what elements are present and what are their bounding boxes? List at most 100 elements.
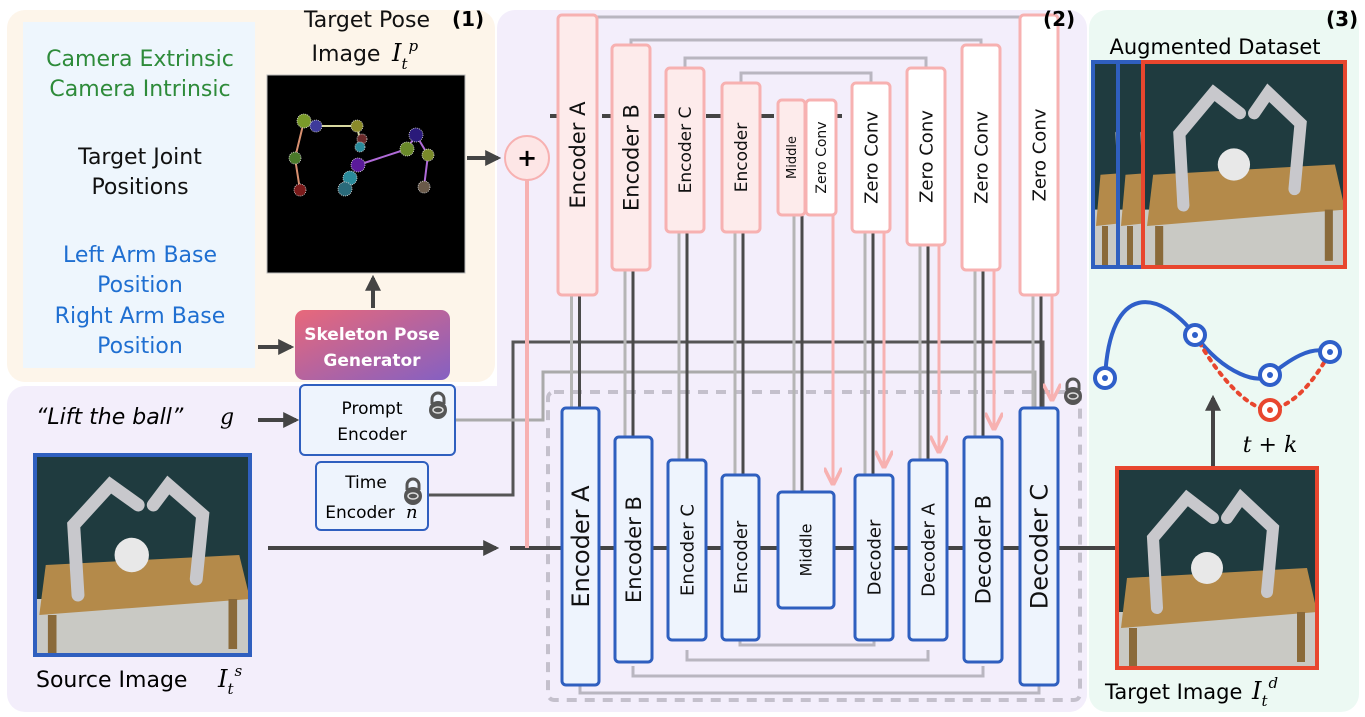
skip-connection-top [739,71,873,83]
controlnet-block-8-label: Zero Conv [916,110,937,203]
lock-icon [1064,377,1082,405]
plus-icon: + [504,135,550,181]
image-frame [33,453,252,657]
svg-text:Prompt: Prompt [342,399,403,419]
unet-block-2: Encoder B [613,435,654,664]
source-image [33,453,252,657]
unet-block-3-rect [666,458,708,642]
robot-arm-right [1221,488,1280,598]
controlnet-block-1: Encoder A [556,13,599,297]
svg-text:Skeleton Pose: Skeleton Pose [304,325,440,345]
controlnet-block-2-rect [610,43,652,272]
controlnet-block-2-label: Encoder B [619,104,643,211]
controlnet-block-1-label: Encoder A [566,101,590,209]
controlnet-block-10-rect [1018,13,1060,297]
controlnet-block-2: Encoder B [610,43,652,272]
unet-block-3-label: Encoder C [677,504,698,596]
camera-intrinsic-label: Camera Intrinsic [49,77,230,102]
unet-block-3: Encoder C [666,458,708,642]
lock-icon [429,391,447,419]
controlnet-block-1-rect [556,13,599,297]
controlnet-block-7-label: Zero Conv [861,111,882,204]
skip-connection-bottom [578,683,1041,695]
camera-extrinsic-label: Camera Extrinsic [46,47,234,72]
unet-block-5-rect [776,490,836,610]
unet-block-6: Decoder [853,473,895,642]
controlnet-block-8-rect [905,66,947,247]
pose-image-label: Image [312,42,381,67]
robot-arm-right [1248,83,1307,196]
controlnet-block-3-label: Encoder C [676,107,696,194]
controlnet-block-6-label: Zero Conv [814,121,830,193]
pose-symbol: Itp [391,37,419,73]
prompt-encoder: Prompt Encoder [299,384,456,456]
unet-block-9-label: Decoder C [1025,484,1053,609]
target-pose-image [266,74,466,274]
unet-block-4-label: Encoder [731,520,752,594]
robot-inputs-box [23,22,255,368]
controlnet-block-6: Zero Conv [804,98,838,217]
trajectory [1093,300,1342,422]
target-label: Target Image [1104,680,1242,704]
controlnet-block-10-label: Zero Conv [1029,108,1050,201]
skeleton-pose-generator: Skeleton Pose Generator [295,310,450,380]
prompt-text: “Lift the ball” [36,405,184,430]
controlnet-block-5-label: Middle [785,136,800,179]
unet-block-9: Decoder C [1018,406,1060,687]
prompt-symbol: g [220,405,234,430]
image-frame [1115,466,1319,670]
lock-icon [404,477,422,505]
skip-connection-bottom [685,650,930,662]
panel-3-number: (3) [1326,7,1358,31]
svg-text:Generator: Generator [323,351,421,371]
unet-block-5-label: Middle [797,524,816,577]
controlnet-block-4: Encoder [720,81,762,234]
unet-block-9-rect [1018,406,1060,687]
svg-text:Encoder: Encoder [325,503,395,523]
panel-2-number: (2) [1043,7,1075,31]
unet-block-7-label: Decoder A [918,502,939,596]
source-scene [33,453,252,657]
controlnet-block-7: Zero Conv [850,81,892,234]
source-symbol: Its [217,662,243,698]
robot-arm-left [1173,84,1247,212]
unet-block-1-label: Encoder A [567,485,595,608]
controlnet-block-10: Zero Conv [1018,13,1060,297]
ball [114,537,149,573]
target-joint-label-2: Positions [91,175,188,200]
right-arm-label: Right Arm Base [55,304,226,329]
svg-text:n: n [406,502,418,523]
unet-block-8-label: Decoder B [971,495,995,604]
augmented-images [1091,60,1347,269]
target-symbol: Itd [1251,674,1278,710]
controlnet-block-9: Zero Conv [960,43,1002,272]
unet-block-4: Encoder [720,473,761,642]
unet-block-5: Middle [776,490,836,610]
svg-text:Time: Time [344,473,387,493]
robot-arm-left [67,476,145,602]
controlnet-block-9-rect [960,43,1002,272]
image-frame [1141,60,1347,269]
prompt-embedding-line [455,370,1037,422]
source-label: Source Image [36,668,187,693]
target-scene [1115,466,1319,670]
svg-text:+: + [517,144,537,172]
unet-block-6-label: Decoder [864,519,885,595]
right-arm-label-2: Position [97,334,183,359]
frozen-unet-frame [546,390,1082,702]
controlnet-block-3-rect [664,66,706,234]
unet-block-2-label: Encoder B [622,496,646,603]
controlnet-block-6-rect [804,98,838,217]
ball [1217,148,1251,181]
target-joint-label: Target Joint [77,145,202,170]
augmented-scene-3 [1141,60,1347,269]
skip-connection-bottom [631,666,985,678]
svg-text:Encoder: Encoder [337,425,407,445]
unet-block-7: Decoder A [907,458,949,642]
ball [1191,552,1223,584]
left-arm-label-2: Position [97,273,183,298]
robot-arm-left [1146,489,1219,614]
unet-block-6-rect [853,473,895,642]
dataset-title: Augmented Dataset [1109,35,1320,59]
